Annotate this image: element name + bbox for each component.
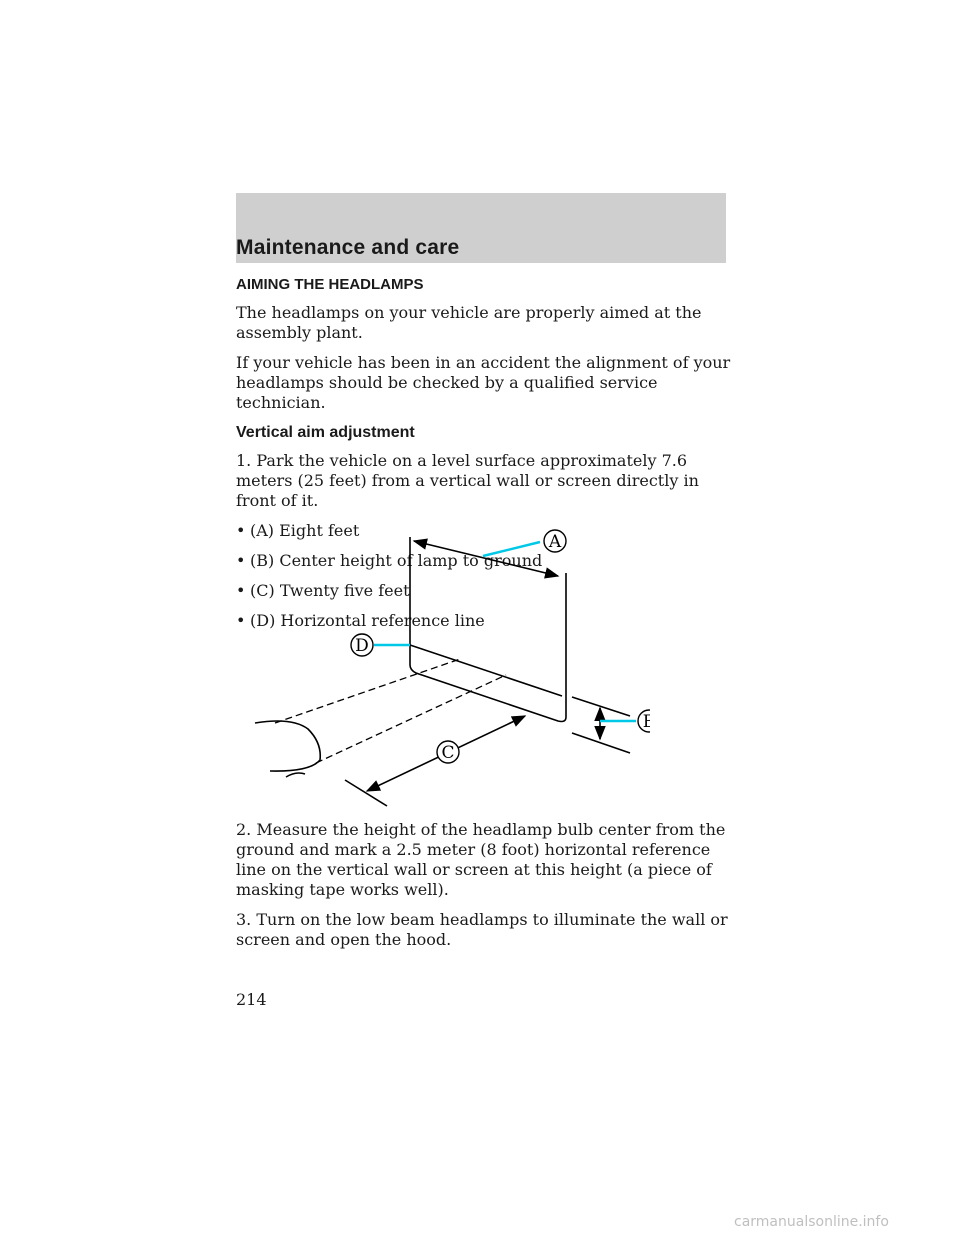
- list-item: •(D) Horizontal reference line: [236, 611, 485, 630]
- bullet-icon: •: [236, 581, 246, 600]
- label-b: B: [643, 712, 650, 732]
- content-bottom: 2. Measure the height of the headlamp bu…: [236, 820, 736, 960]
- label-a: A: [548, 532, 562, 552]
- paragraph-assembly-aim: The headlamps on your vehicle are proper…: [236, 303, 702, 342]
- step-1: 1. Park the vehicle on a level surface a…: [236, 451, 699, 510]
- paragraph-accident: If your vehicle has been in an accident …: [236, 353, 731, 412]
- vehicle-front-outline: [254, 720, 322, 772]
- headlamp-aim-diagram: A D B C: [254, 529, 650, 807]
- list-item: •(C) Twenty five feet: [236, 581, 410, 600]
- label-circle-a: [543, 529, 567, 553]
- reference-line-d: [409, 644, 563, 697]
- wall-outline: [409, 537, 567, 723]
- label-circle-d: [350, 633, 374, 657]
- label-d: D: [355, 636, 369, 656]
- label-circle-c: [436, 740, 460, 764]
- step-2: 2. Measure the height of the headlamp bu…: [236, 820, 726, 899]
- label-c: C: [441, 743, 454, 763]
- b-extension-bottom: [571, 732, 631, 754]
- page-number: 214: [236, 990, 267, 1009]
- list-item: •(A) Eight feet: [236, 521, 360, 540]
- section-heading: AIMING THE HEADLAMPS: [236, 276, 424, 293]
- beam-lower: [315, 674, 507, 764]
- label-circle-b: [637, 709, 650, 733]
- header-band: [236, 193, 726, 263]
- headlamp-outline: [285, 772, 306, 778]
- bullet-icon: •: [236, 611, 246, 630]
- watermark: carmanualsonline.info: [734, 1214, 889, 1230]
- section-header-title: Maintenance and care: [236, 236, 460, 259]
- dimension-a-arrow: [412, 538, 560, 579]
- b-extension-top: [571, 696, 631, 717]
- bullet-icon: •: [236, 521, 246, 540]
- leader-line-a: [482, 540, 541, 558]
- beam-upper: [274, 658, 461, 724]
- c-extension: [344, 779, 388, 807]
- step-3: 3. Turn on the low beam headlamps to ill…: [236, 910, 728, 949]
- bullet-icon: •: [236, 551, 246, 570]
- subsection-heading: Vertical aim adjustment: [236, 424, 415, 441]
